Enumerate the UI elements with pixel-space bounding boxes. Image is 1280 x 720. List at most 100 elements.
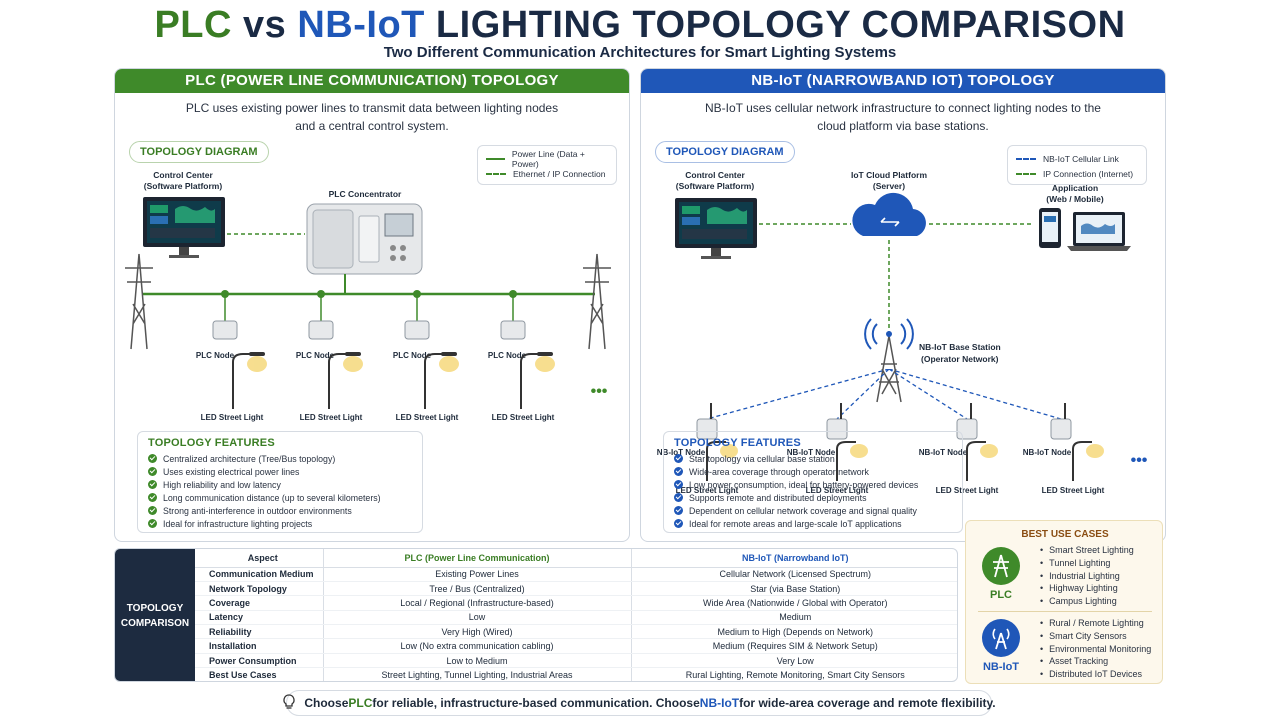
feature-item: Uses existing electrical power lines xyxy=(148,465,412,478)
led-light-label: LED Street Light xyxy=(300,413,363,422)
feature-item: Supports remote and distributed deployme… xyxy=(674,491,952,504)
feature-item: Wide-area coverage through operator netw… xyxy=(674,465,952,478)
plc-panel-header: PLC (POWER LINE COMMUNICATION) TOPOLOGY xyxy=(115,69,629,93)
plc-node-label: PLC Node xyxy=(296,351,335,360)
feature-item: Dependent on cellular network coverage a… xyxy=(674,504,952,517)
page-title: PLC vs NB-IoT LIGHTING TOPOLOGY COMPARIS… xyxy=(154,4,1126,46)
pylon-icon-left xyxy=(125,253,153,350)
check-icon xyxy=(148,493,157,502)
nbiot-description: NB-IoT uses cellular network infrastruct… xyxy=(705,101,1101,133)
nbiot-legend: NB-IoT Cellular Link IP Connection (Inte… xyxy=(1007,145,1147,185)
comparison-table: TOPOLOGY COMPARISON Aspect PLC (Power Li… xyxy=(114,548,958,682)
nbiot-use-case-label: NB-IoT xyxy=(982,661,1020,673)
control-center-title: Control Center xyxy=(685,170,745,180)
check-icon xyxy=(674,454,683,463)
nbiot-features-title: TOPOLOGY FEATURES xyxy=(674,437,801,449)
check-icon xyxy=(674,493,683,502)
solid-line-icon xyxy=(486,157,505,160)
nbiot-node-row: NB-IoT Node NB-IoT Node NB-IoT Node NB-I… xyxy=(657,369,1148,495)
plc-topology-pill: TOPOLOGY DIAGRAM xyxy=(129,141,269,163)
feature-item: Long communication distance (up to sever… xyxy=(148,491,412,504)
list-item: Smart Street Lighting xyxy=(1040,545,1134,558)
tower-icon xyxy=(876,331,902,403)
plc-node-icon xyxy=(500,320,526,340)
nbiot-node-label: NB-IoT Node xyxy=(919,448,968,457)
plc-description: PLC uses existing power lines to transmi… xyxy=(185,101,559,133)
plc-node-group xyxy=(212,294,526,340)
led-light-label: LED Street Light xyxy=(936,486,999,495)
monitor-icon xyxy=(143,197,225,258)
more-nodes-indicator: ••• xyxy=(591,383,608,400)
header-aspect: Aspect xyxy=(195,549,323,568)
feature-item: Low power consumption, ideal for battery… xyxy=(674,478,952,491)
pylon-icon-right xyxy=(583,253,611,350)
application-subtitle: (Web / Mobile) xyxy=(1046,194,1104,204)
base-station-subtitle: (Operator Network) xyxy=(921,354,999,364)
dashed-line-icon xyxy=(1016,172,1036,175)
feature-item: Ideal for infrastructure lighting projec… xyxy=(148,517,412,530)
feature-item: Centralized architecture (Tree/Bus topol… xyxy=(148,452,412,465)
plc-node-label: PLC Node xyxy=(488,351,527,360)
phone-icon xyxy=(1039,208,1061,248)
control-center-subtitle: (Software Platform) xyxy=(144,181,223,191)
check-icon xyxy=(674,519,683,528)
control-center-subtitle: (Software Platform) xyxy=(676,181,755,191)
legend-power-line: Power Line (Data + Power) xyxy=(486,149,608,169)
application-title: Application xyxy=(1052,183,1098,193)
plc-features-title: TOPOLOGY FEATURES xyxy=(148,437,275,449)
check-icon xyxy=(674,506,683,515)
feature-item: Strong anti-interference in outdoor envi… xyxy=(148,504,412,517)
check-icon xyxy=(148,519,157,528)
check-icon xyxy=(148,506,157,515)
nbiot-panel: NB-IoT (NARROWBAND IOT) TOPOLOGY NB-IoT … xyxy=(640,68,1166,542)
plc-use-case-label: PLC xyxy=(990,589,1012,601)
led-light-label: LED Street Light xyxy=(806,486,869,495)
list-item: Smart City Sensors xyxy=(1040,631,1151,644)
led-light-label: LED Street Light xyxy=(1042,486,1105,495)
check-icon xyxy=(148,467,157,476)
nbiot-use-case-list: Rural / Remote Lighting Smart City Senso… xyxy=(1040,618,1151,682)
led-light-label: LED Street Light xyxy=(396,413,459,422)
cloud-icon xyxy=(852,192,926,236)
use-cases-divider xyxy=(978,611,1152,612)
nbiot-node-label: NB-IoT Node xyxy=(1023,448,1072,457)
use-cases-title: BEST USE CASES xyxy=(1021,529,1109,540)
dashed-line-icon xyxy=(486,172,506,175)
monitor-icon xyxy=(675,198,757,259)
nbiot-panel-header: NB-IoT (NARROWBAND IOT) TOPOLOGY xyxy=(641,69,1165,93)
best-use-cases: BEST USE CASES PLC Smart Street Lighting… xyxy=(965,520,1163,684)
dashed-line-icon xyxy=(1016,157,1036,160)
header-plc: PLC (Power Line Communication) xyxy=(322,549,632,568)
legend-ip-connection: IP Connection (Internet) xyxy=(1016,166,1138,181)
list-item: Campus Lighting xyxy=(1040,596,1134,609)
led-light-label: LED Street Light xyxy=(676,486,739,495)
check-icon xyxy=(148,480,157,489)
plc-panel: PLC (POWER LINE COMMUNICATION) TOPOLOGY … xyxy=(114,68,630,542)
plc-node-icon xyxy=(404,320,430,340)
plc-node-icon xyxy=(308,320,334,340)
check-icon xyxy=(674,467,683,476)
led-light-label: LED Street Light xyxy=(201,413,264,422)
comparison-side-label: TOPOLOGY COMPARISON xyxy=(115,549,195,681)
feature-item: High reliability and low latency xyxy=(148,478,412,491)
nbiot-node-icon xyxy=(696,403,1072,440)
list-item: Industrial Lighting xyxy=(1040,571,1134,584)
led-light-label: LED Street Light xyxy=(492,413,555,422)
plc-node-icon xyxy=(212,320,238,340)
cloud-subtitle: (Server) xyxy=(873,181,905,191)
list-item: Distributed IoT Devices xyxy=(1040,669,1151,682)
legend-cellular-link: NB-IoT Cellular Link xyxy=(1016,151,1138,166)
check-icon xyxy=(674,480,683,489)
more-nodes-indicator: ••• xyxy=(1131,452,1148,469)
plc-pylon-icon xyxy=(982,547,1020,585)
feature-item: Ideal for remote areas and large-scale I… xyxy=(674,517,952,530)
cloud-title: IoT Cloud Platform xyxy=(851,170,927,180)
header-nbiot: NB-IoT (Narrowband IoT) xyxy=(631,549,957,568)
